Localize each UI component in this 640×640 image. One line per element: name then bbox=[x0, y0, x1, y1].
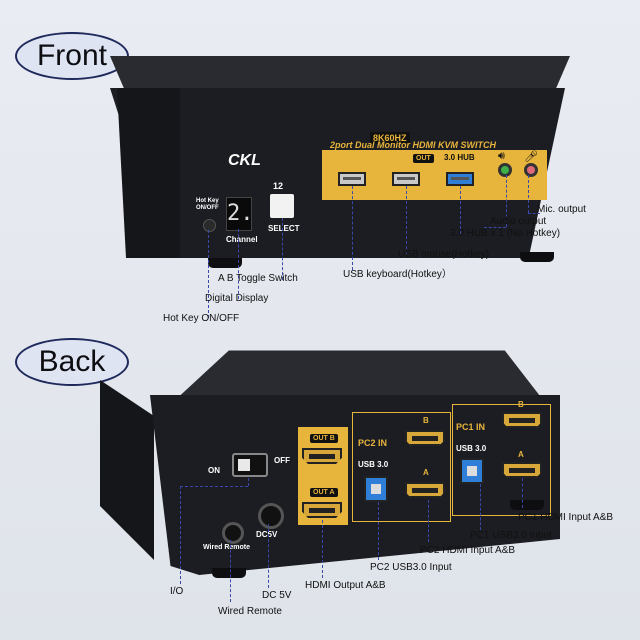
usb-hub-port[interactable] bbox=[446, 172, 474, 186]
pc1-in-label: PC1 IN bbox=[456, 422, 486, 432]
on-label: ON bbox=[208, 466, 220, 475]
pc2-panel bbox=[352, 412, 451, 522]
back-heading: Back bbox=[15, 338, 129, 386]
wired-remote-annotation: Wired Remote bbox=[218, 606, 282, 617]
hotkey-button[interactable] bbox=[203, 219, 216, 232]
pc2-a-label: A bbox=[423, 468, 429, 477]
pc2-hdmi-b-port[interactable] bbox=[405, 430, 445, 446]
display-annotation: Digital Display bbox=[205, 293, 269, 304]
resolution-badge: 8K60HZ bbox=[370, 132, 410, 144]
hub-label: 3.0 HUB bbox=[444, 153, 475, 162]
pc1-usb-label: USB 3.0 bbox=[456, 444, 487, 453]
out-b-label: OUT B bbox=[310, 434, 338, 443]
wired-remote-port[interactable] bbox=[222, 522, 244, 544]
pc2-usb-port[interactable] bbox=[364, 476, 388, 502]
pc2-hdmi-annotation: PC2 HDMI Input A&B bbox=[420, 545, 516, 556]
out-a-label: OUT A bbox=[310, 488, 338, 497]
audio-output-label: Audio output bbox=[490, 216, 547, 227]
pc1-hdmi-a-port[interactable] bbox=[502, 462, 542, 478]
toggle-annotation: A B Toggle Switch bbox=[218, 273, 298, 284]
pc2-usb-label: USB 3.0 bbox=[358, 460, 389, 469]
product-title: 2port Dual Monitor HDMI KVM SWITCH bbox=[330, 140, 496, 150]
pc1-usb-port[interactable] bbox=[460, 458, 484, 484]
usb-keyboard-port[interactable] bbox=[338, 172, 366, 186]
audio-jack[interactable] bbox=[498, 163, 512, 177]
off-label: OFF bbox=[274, 456, 290, 465]
pc2-in-label: PC2 IN bbox=[358, 438, 388, 448]
hdmi-out-a-port[interactable] bbox=[302, 502, 342, 518]
mic-jack[interactable] bbox=[524, 163, 538, 177]
mic-icon: 🎤︎ bbox=[524, 151, 538, 163]
pc1-usb-annotation: PC1 USB3.0 Input bbox=[470, 530, 552, 541]
hdmi-output-annotation: HDMI Output A&B bbox=[305, 580, 386, 591]
wired-remote-label: Wired Remote bbox=[203, 544, 251, 551]
speaker-icon: 🔊︎ bbox=[498, 150, 505, 162]
pc2-usb-annotation: PC2 USB3.0 Input bbox=[370, 562, 452, 573]
io-annotation: I/O bbox=[170, 586, 184, 597]
select-label: SELECT bbox=[268, 224, 300, 233]
hotkey-label: Hot Key ON/OFF bbox=[196, 198, 219, 211]
brand-logo: CKL bbox=[228, 152, 261, 169]
mouse-annotation: USB mouse(Hotkey) bbox=[398, 249, 490, 260]
dc-port[interactable] bbox=[258, 503, 284, 529]
keyboard-annotation: USB keyboard(Hotkey） bbox=[343, 269, 452, 280]
pc1-hdmi-annotation: PC1 HDMI Input A&B bbox=[518, 512, 614, 523]
dc-label: DC5V bbox=[256, 530, 278, 539]
pc1-b-label: B bbox=[518, 400, 524, 409]
pc2-b-label: B bbox=[423, 416, 429, 425]
dc-annotation: DC 5V bbox=[262, 590, 292, 601]
mic-output-label: Mic. output bbox=[537, 204, 586, 215]
usb-mouse-port[interactable] bbox=[392, 172, 420, 186]
digital-display: 2. bbox=[226, 197, 254, 231]
select-button[interactable] bbox=[270, 194, 294, 218]
hotkey-annotation: Hot Key ON/OFF bbox=[163, 313, 240, 324]
hdmi-out-b-port[interactable] bbox=[302, 448, 342, 464]
pc1-a-label: A bbox=[518, 450, 524, 459]
pc2-hdmi-a-port[interactable] bbox=[405, 482, 445, 498]
select-indicator: 12 bbox=[273, 181, 284, 191]
hub-annotation: 3.0 HUB x 1 (No Hotkey) bbox=[450, 228, 561, 239]
power-switch[interactable] bbox=[232, 453, 268, 477]
channel-label: Channel bbox=[226, 235, 258, 244]
pc1-panel bbox=[452, 404, 551, 516]
out-badge: OUT bbox=[413, 154, 434, 163]
pc1-hdmi-b-port[interactable] bbox=[502, 412, 542, 428]
